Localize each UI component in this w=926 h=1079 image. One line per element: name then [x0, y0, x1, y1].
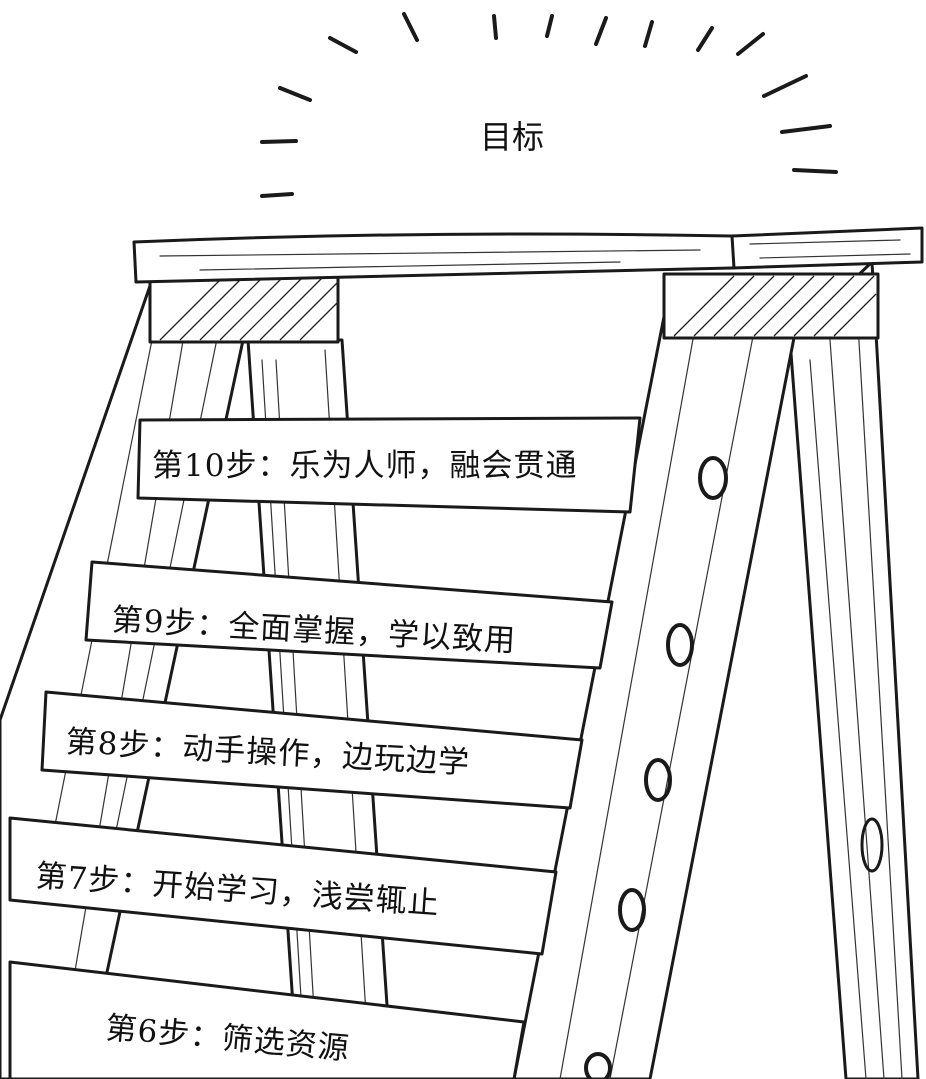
top-plank: [132, 226, 924, 284]
right-rail: [512, 274, 808, 1079]
top-blocks: [148, 272, 880, 344]
left-rail: [0, 278, 258, 1079]
goal-label: 目标: [480, 118, 545, 156]
step-10-label: 第10步：乐为人师，融会贯通: [152, 448, 578, 484]
sun-rays: [260, 12, 838, 198]
step-boards: [8, 416, 642, 1079]
